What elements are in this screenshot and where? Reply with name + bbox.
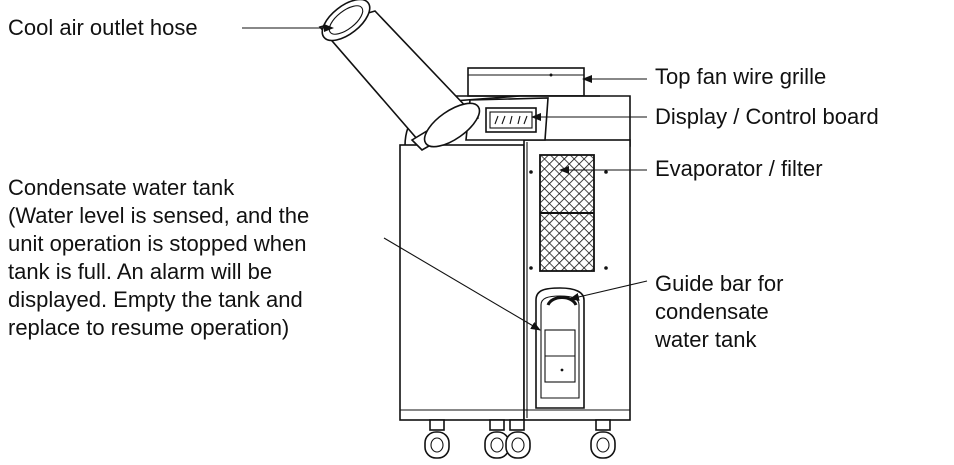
evaporator-label: Evaporator / filter [655,156,823,181]
guide-bar-label: Guide bar for condensate water tank [655,270,783,354]
display-label: Display / Control board [655,104,879,129]
tank-label: Condensate water tank (Water level is se… [8,174,309,342]
leader-arrows [242,24,648,331]
tank-label-line: replace to resume operation) [8,315,290,340]
unit-body [399,139,631,421]
guide-bar [546,296,578,306]
tank-label-line: (Water level is sensed, and the [8,203,310,228]
display-control-board [465,97,549,141]
tank-label-line: displayed. Empty the tank and [8,287,303,312]
grille-label: Top fan wire grille [655,64,827,89]
guide-bar-arrow [569,280,648,301]
top-fan-grille [467,67,585,97]
evaporator-filter [539,154,595,272]
hose-label: Cool air outlet hose [8,15,198,40]
caster-wheels [424,419,616,459]
guide-bar-label-line: Guide bar for [655,271,784,296]
tank-label-line: Condensate water tank [8,175,235,200]
cool-air-outlet-hose [318,0,481,151]
tank-label-line: tank is full. An alarm will be [8,259,273,284]
tank-label-line: unit operation is stopped when [8,231,307,256]
condensate-water-tank [535,287,585,409]
tank-arrow [383,237,541,331]
guide-bar-label-line: condensate [655,299,769,324]
guide-bar-label-line: water tank [655,327,757,352]
